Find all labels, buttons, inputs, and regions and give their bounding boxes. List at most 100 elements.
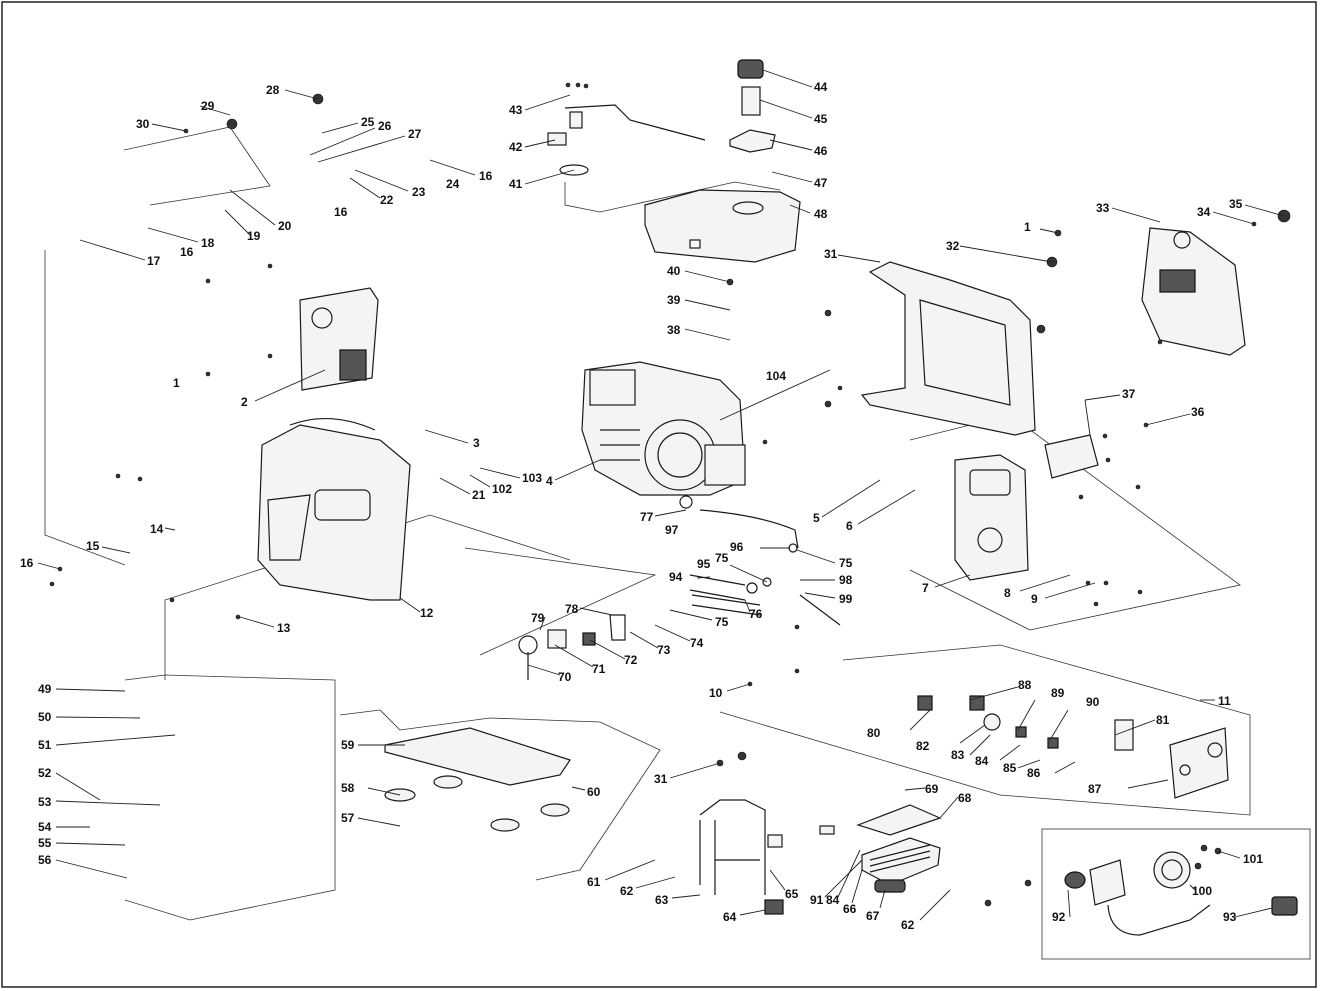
callout-43: 43 <box>509 103 523 117</box>
callout-9: 9 <box>1031 592 1038 606</box>
callout-36: 36 <box>1191 405 1205 419</box>
fuel-cap-part <box>729 59 776 153</box>
group-outlines <box>44 126 1311 960</box>
callout-89: 89 <box>1051 686 1065 700</box>
callout-80: 80 <box>867 726 881 740</box>
callout-2: 2 <box>241 395 248 409</box>
callout-44: 44 <box>814 80 828 94</box>
callout-47: 47 <box>814 176 828 190</box>
callout-86: 86 <box>1027 766 1041 780</box>
callout-57: 57 <box>341 811 355 825</box>
callout-35: 35 <box>1229 197 1243 211</box>
engine-part <box>581 361 746 496</box>
callout-102: 102 <box>492 482 512 496</box>
inverter-module-part <box>819 804 942 893</box>
callout-17: 17 <box>147 254 161 268</box>
callout-48: 48 <box>814 207 828 221</box>
callout-29: 29 <box>201 99 215 113</box>
callout-30: 30 <box>136 117 150 131</box>
base-tray-part <box>384 727 571 832</box>
callout-92: 92 <box>1052 910 1066 924</box>
callout-39: 39 <box>667 293 681 307</box>
control-panel-housing-part <box>954 454 1029 581</box>
callout-28: 28 <box>266 83 280 97</box>
callout-11: 11 <box>1218 694 1231 708</box>
dc-outlet-parts <box>1064 851 1298 936</box>
callout-14: 14 <box>150 522 164 536</box>
leader-lines <box>37 69 1285 921</box>
callout-73: 73 <box>657 643 671 657</box>
callout-63: 63 <box>655 893 669 907</box>
callout-84a: 84 <box>975 754 989 768</box>
callout-88: 88 <box>1018 678 1032 692</box>
callout-16c: 16 <box>334 205 348 219</box>
callout-93: 93 <box>1223 910 1237 924</box>
callout-72: 72 <box>624 653 638 667</box>
callout-16d: 16 <box>479 169 493 183</box>
callout-16a: 16 <box>20 556 34 570</box>
callout-76: 76 <box>749 607 763 621</box>
callout-70: 70 <box>558 670 572 684</box>
handle-frame-part <box>860 261 1036 436</box>
fuel-tank-part <box>644 189 801 263</box>
callout-100: 100 <box>1192 884 1212 898</box>
callout-1a: 1 <box>1024 220 1031 234</box>
callout-74: 74 <box>690 636 704 650</box>
callout-54: 54 <box>38 820 52 834</box>
callout-104: 104 <box>766 369 786 383</box>
callout-61: 61 <box>587 875 601 889</box>
callout-56: 56 <box>38 853 52 867</box>
callout-33: 33 <box>1096 201 1110 215</box>
callout-27: 27 <box>408 127 422 141</box>
callout-40: 40 <box>667 264 681 278</box>
callout-32: 32 <box>946 239 960 253</box>
fuel-hoses-parts <box>679 495 841 626</box>
callout-75b: 75 <box>715 551 729 565</box>
callout-41: 41 <box>509 177 523 191</box>
callout-99: 99 <box>839 592 853 606</box>
callout-59: 59 <box>341 738 355 752</box>
fasteners <box>49 93 1291 907</box>
left-side-cover-part <box>257 418 411 601</box>
callout-26: 26 <box>378 119 392 133</box>
callout-5: 5 <box>813 511 820 525</box>
callout-69: 69 <box>925 782 939 796</box>
callout-13: 13 <box>277 621 291 635</box>
callout-62b: 62 <box>901 918 915 932</box>
callout-64: 64 <box>723 910 737 924</box>
callout-78: 78 <box>565 602 579 616</box>
callout-94: 94 <box>669 570 683 584</box>
left-top-panel-part <box>299 287 379 391</box>
callout-23: 23 <box>412 185 426 199</box>
callout-77: 77 <box>640 510 654 524</box>
callout-75a: 75 <box>715 615 729 629</box>
callout-31a: 31 <box>824 247 838 261</box>
callout-83: 83 <box>951 748 965 762</box>
callout-25: 25 <box>361 115 375 129</box>
callout-18: 18 <box>201 236 215 250</box>
callout-103: 103 <box>522 471 542 485</box>
callout-75c: 75 <box>839 556 853 570</box>
callout-60: 60 <box>587 785 601 799</box>
callout-37: 37 <box>1122 387 1136 401</box>
fuel-pickup-part <box>547 82 706 176</box>
callout-8: 8 <box>1004 586 1011 600</box>
callout-31b: 31 <box>654 772 668 786</box>
callout-81: 81 <box>1156 713 1170 727</box>
callout-21: 21 <box>472 488 486 502</box>
callout-65: 65 <box>785 887 799 901</box>
callout-66: 66 <box>843 902 857 916</box>
callout-82: 82 <box>916 739 930 753</box>
callout-15: 15 <box>86 539 100 553</box>
callout-16b: 16 <box>180 245 194 259</box>
callout-91: 91 <box>810 893 824 907</box>
callout-68: 68 <box>958 791 972 805</box>
callout-49: 49 <box>38 682 52 696</box>
right-side-cover-part <box>1141 227 1246 356</box>
callout-79: 79 <box>531 611 545 625</box>
fuel-valve-parts <box>518 614 626 680</box>
callout-20: 20 <box>278 219 292 233</box>
callout-6: 6 <box>846 519 853 533</box>
